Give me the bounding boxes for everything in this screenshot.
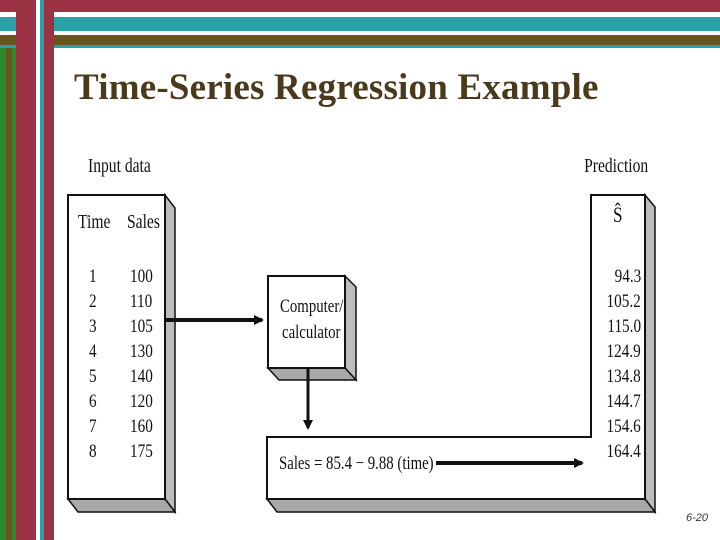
time-value: 6	[89, 391, 97, 412]
sales-column-header: Sales	[127, 211, 160, 233]
prediction-value: 115.0	[607, 316, 641, 337]
input-data-label: Input data	[88, 155, 151, 177]
prediction-value: 154.6	[606, 416, 641, 437]
sales-value: 175	[130, 441, 153, 462]
time-column-header: Time	[78, 211, 111, 233]
computer-label-line2: calculator	[282, 322, 341, 343]
prediction-value: 124.9	[606, 341, 641, 362]
prediction-value: 144.7	[606, 391, 641, 412]
predicted-sales-header: Ŝ	[613, 202, 623, 227]
prediction-value: 134.8	[606, 366, 641, 387]
sales-value: 105	[130, 316, 153, 337]
slide-title: Time-Series Regression Example	[74, 67, 599, 108]
time-value: 3	[89, 316, 97, 337]
slide-number: 6-20	[685, 512, 708, 524]
sales-value: 110	[130, 291, 153, 312]
computer-calculator-box	[266, 274, 358, 382]
sales-value: 120	[130, 391, 153, 412]
regression-equation: Sales = 85.4 − 9.88 (time)	[279, 453, 434, 474]
sales-value: 140	[130, 366, 153, 387]
prediction-label: Prediction	[583, 155, 648, 177]
prediction-value: 94.3	[614, 266, 641, 287]
time-value: 7	[89, 416, 97, 437]
time-value: 4	[89, 341, 97, 362]
computer-label-line1: Computer/	[280, 296, 344, 317]
time-value: 5	[89, 366, 97, 387]
input-data-box	[66, 192, 177, 515]
prediction-output-box	[265, 192, 657, 515]
sales-value: 130	[130, 341, 153, 362]
prediction-value: 105.2	[606, 291, 641, 312]
time-value: 2	[89, 291, 97, 312]
prediction-value: 164.4	[606, 441, 641, 462]
time-value: 8	[89, 441, 97, 462]
sales-value: 100	[130, 266, 153, 287]
sales-value: 160	[130, 416, 153, 437]
time-value: 1	[89, 266, 97, 287]
